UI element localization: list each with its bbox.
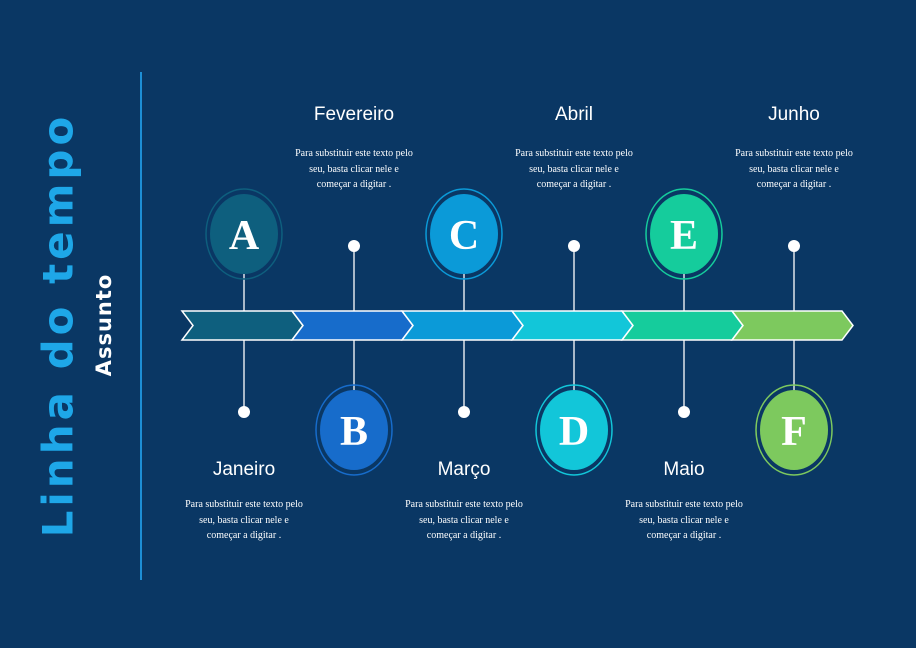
title-divider bbox=[140, 72, 142, 580]
milestone-circle-b bbox=[320, 390, 388, 470]
milestone-description-b[interactable]: Para substituir este texto pelo seu, bas… bbox=[295, 148, 413, 190]
milestone-dot-d bbox=[568, 240, 580, 252]
milestone-dot-b bbox=[348, 240, 360, 252]
milestone-description-e[interactable]: Para substituir este texto pelo seu, bas… bbox=[625, 499, 743, 541]
milestone-description-d[interactable]: Para substituir este texto pelo seu, bas… bbox=[515, 148, 633, 190]
milestone-month-a: Janeiro bbox=[212, 459, 276, 480]
milestone-dot-a bbox=[238, 406, 250, 418]
milestone-ring-e bbox=[645, 188, 723, 280]
milestone-description-c[interactable]: Para substituir este texto pelo seu, bas… bbox=[405, 499, 523, 541]
milestone-ring-c bbox=[425, 188, 503, 280]
milestone-circle-a bbox=[210, 194, 278, 274]
timeline-segment-c bbox=[400, 310, 524, 341]
timeline-segment-f bbox=[730, 310, 854, 341]
milestone-circle-f bbox=[760, 390, 828, 470]
timeline-segment-b bbox=[290, 310, 414, 341]
milestone-letter-b: B bbox=[340, 409, 368, 455]
milestone-circle-d bbox=[540, 390, 608, 470]
milestone-month-c: Março bbox=[437, 459, 491, 480]
milestone-dot-e bbox=[678, 406, 690, 418]
timeline-segment-e bbox=[620, 310, 744, 341]
milestone-letter-f: F bbox=[781, 409, 807, 455]
milestone-description-a[interactable]: Para substituir este texto pelo seu, bas… bbox=[185, 499, 303, 541]
milestone-ring-b bbox=[315, 384, 393, 476]
milestone-ring-a bbox=[205, 188, 283, 280]
milestone-letter-e: E bbox=[670, 213, 698, 259]
milestone-letter-a: A bbox=[229, 213, 260, 259]
milestone-month-d: Abril bbox=[554, 104, 593, 125]
milestone-letter-c: C bbox=[449, 213, 479, 259]
milestone-month-e: Maio bbox=[663, 459, 705, 480]
milestone-ring-d bbox=[535, 384, 613, 476]
timeline-segment-a bbox=[180, 310, 304, 341]
milestone-dot-f bbox=[788, 240, 800, 252]
milestone-circle-c bbox=[430, 194, 498, 274]
milestone-ring-f bbox=[755, 384, 833, 476]
milestone-circle-e bbox=[650, 194, 718, 274]
milestone-month-f: Junho bbox=[768, 104, 820, 125]
milestone-dot-c bbox=[458, 406, 470, 418]
milestone-letter-d: D bbox=[559, 409, 589, 455]
timeline-segment-d bbox=[510, 310, 634, 341]
milestone-month-b: Fevereiro bbox=[313, 104, 395, 125]
milestone-description-f[interactable]: Para substituir este texto pelo seu, bas… bbox=[735, 148, 853, 190]
